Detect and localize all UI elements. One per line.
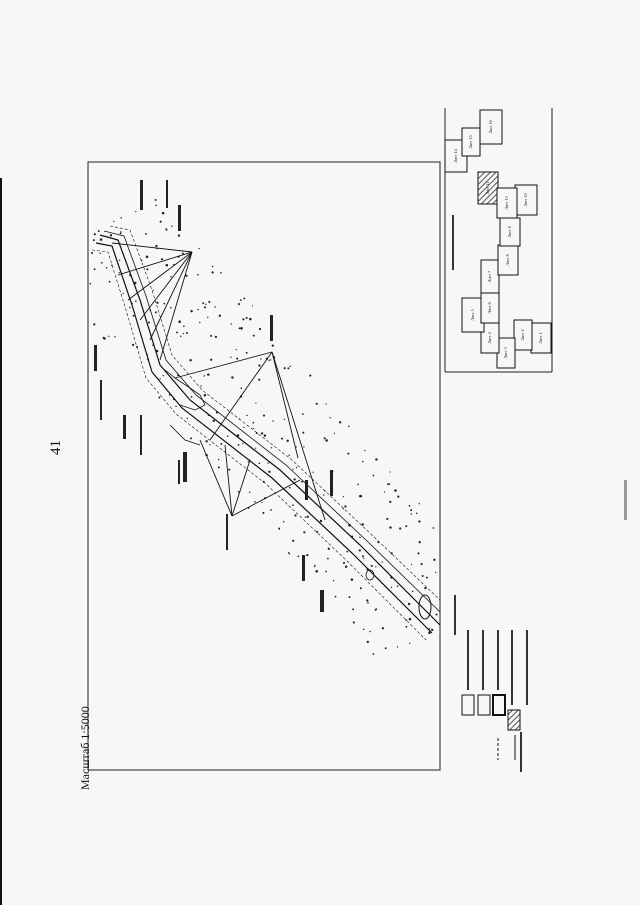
index-sheet: Лист 16 <box>479 109 503 145</box>
index-sheet-label: Лист 15 <box>468 135 473 148</box>
index-sheet-label: Лист 13 <box>504 196 509 209</box>
index-sheet: Лист 15 <box>461 127 481 157</box>
legend-symbol <box>477 694 491 716</box>
index-sheet: Лист 3 <box>496 337 516 369</box>
legend-symbol <box>461 694 475 716</box>
index-sheet-label: Лист 6 <box>487 302 492 313</box>
index-sheet: Лист 11 <box>477 171 499 205</box>
map-frame <box>87 161 441 771</box>
legend-symbol <box>492 694 506 716</box>
legend-symbol <box>507 709 521 731</box>
index-sheet: Лист 1 <box>530 322 552 354</box>
index-sheet: Лист 6 <box>480 292 500 324</box>
index-sheet-label: Лист 7 <box>487 271 492 282</box>
index-sheet-box <box>496 187 518 219</box>
index-sheet-label: Лист 16 <box>488 120 493 133</box>
index-sheet: Лист 4 <box>480 322 500 354</box>
scan-edge-mark <box>624 480 627 520</box>
index-sheet-box <box>479 109 503 145</box>
index-sheet-label: Лист 14 <box>453 149 458 162</box>
index-sheet-label: Лист 3 <box>503 347 508 358</box>
index-sheet-label: Лист 9 <box>507 226 512 237</box>
index-sheet: Лист 9 <box>499 217 521 247</box>
index-sheet-box <box>513 319 533 351</box>
map-legend <box>454 595 528 772</box>
index-sheet-label: Лист 1 <box>538 332 543 343</box>
pipeline-corridor <box>91 225 441 641</box>
callout-leaders <box>111 242 326 521</box>
index-sheet-box <box>480 259 500 294</box>
sheet-index-diagram: Лист 1 Лист 2 Лист 3 Лист 4 Лист 5 Лист 6 Лист… <box>444 109 552 369</box>
index-sheet: Лист 2 <box>513 319 533 351</box>
index-sheet-label: Лист 8 <box>505 254 510 265</box>
index-sheet-label: Лист 10 <box>523 193 528 206</box>
map-annotations <box>94 180 333 612</box>
index-sheet: Лист 13 <box>496 187 518 219</box>
index-sheet: Лист 8 <box>497 244 519 276</box>
index-sheet-label: Лист 5 <box>470 309 475 320</box>
index-sheet: Лист 7 <box>480 259 500 294</box>
index-sheet: Лист 10 <box>514 184 538 216</box>
scan-edge-bar <box>0 178 2 905</box>
index-sheet-label: Лист 4 <box>487 332 492 343</box>
index-sheet-label: Лист 11 <box>485 181 490 194</box>
index-sheet-label: Лист 2 <box>520 329 525 340</box>
